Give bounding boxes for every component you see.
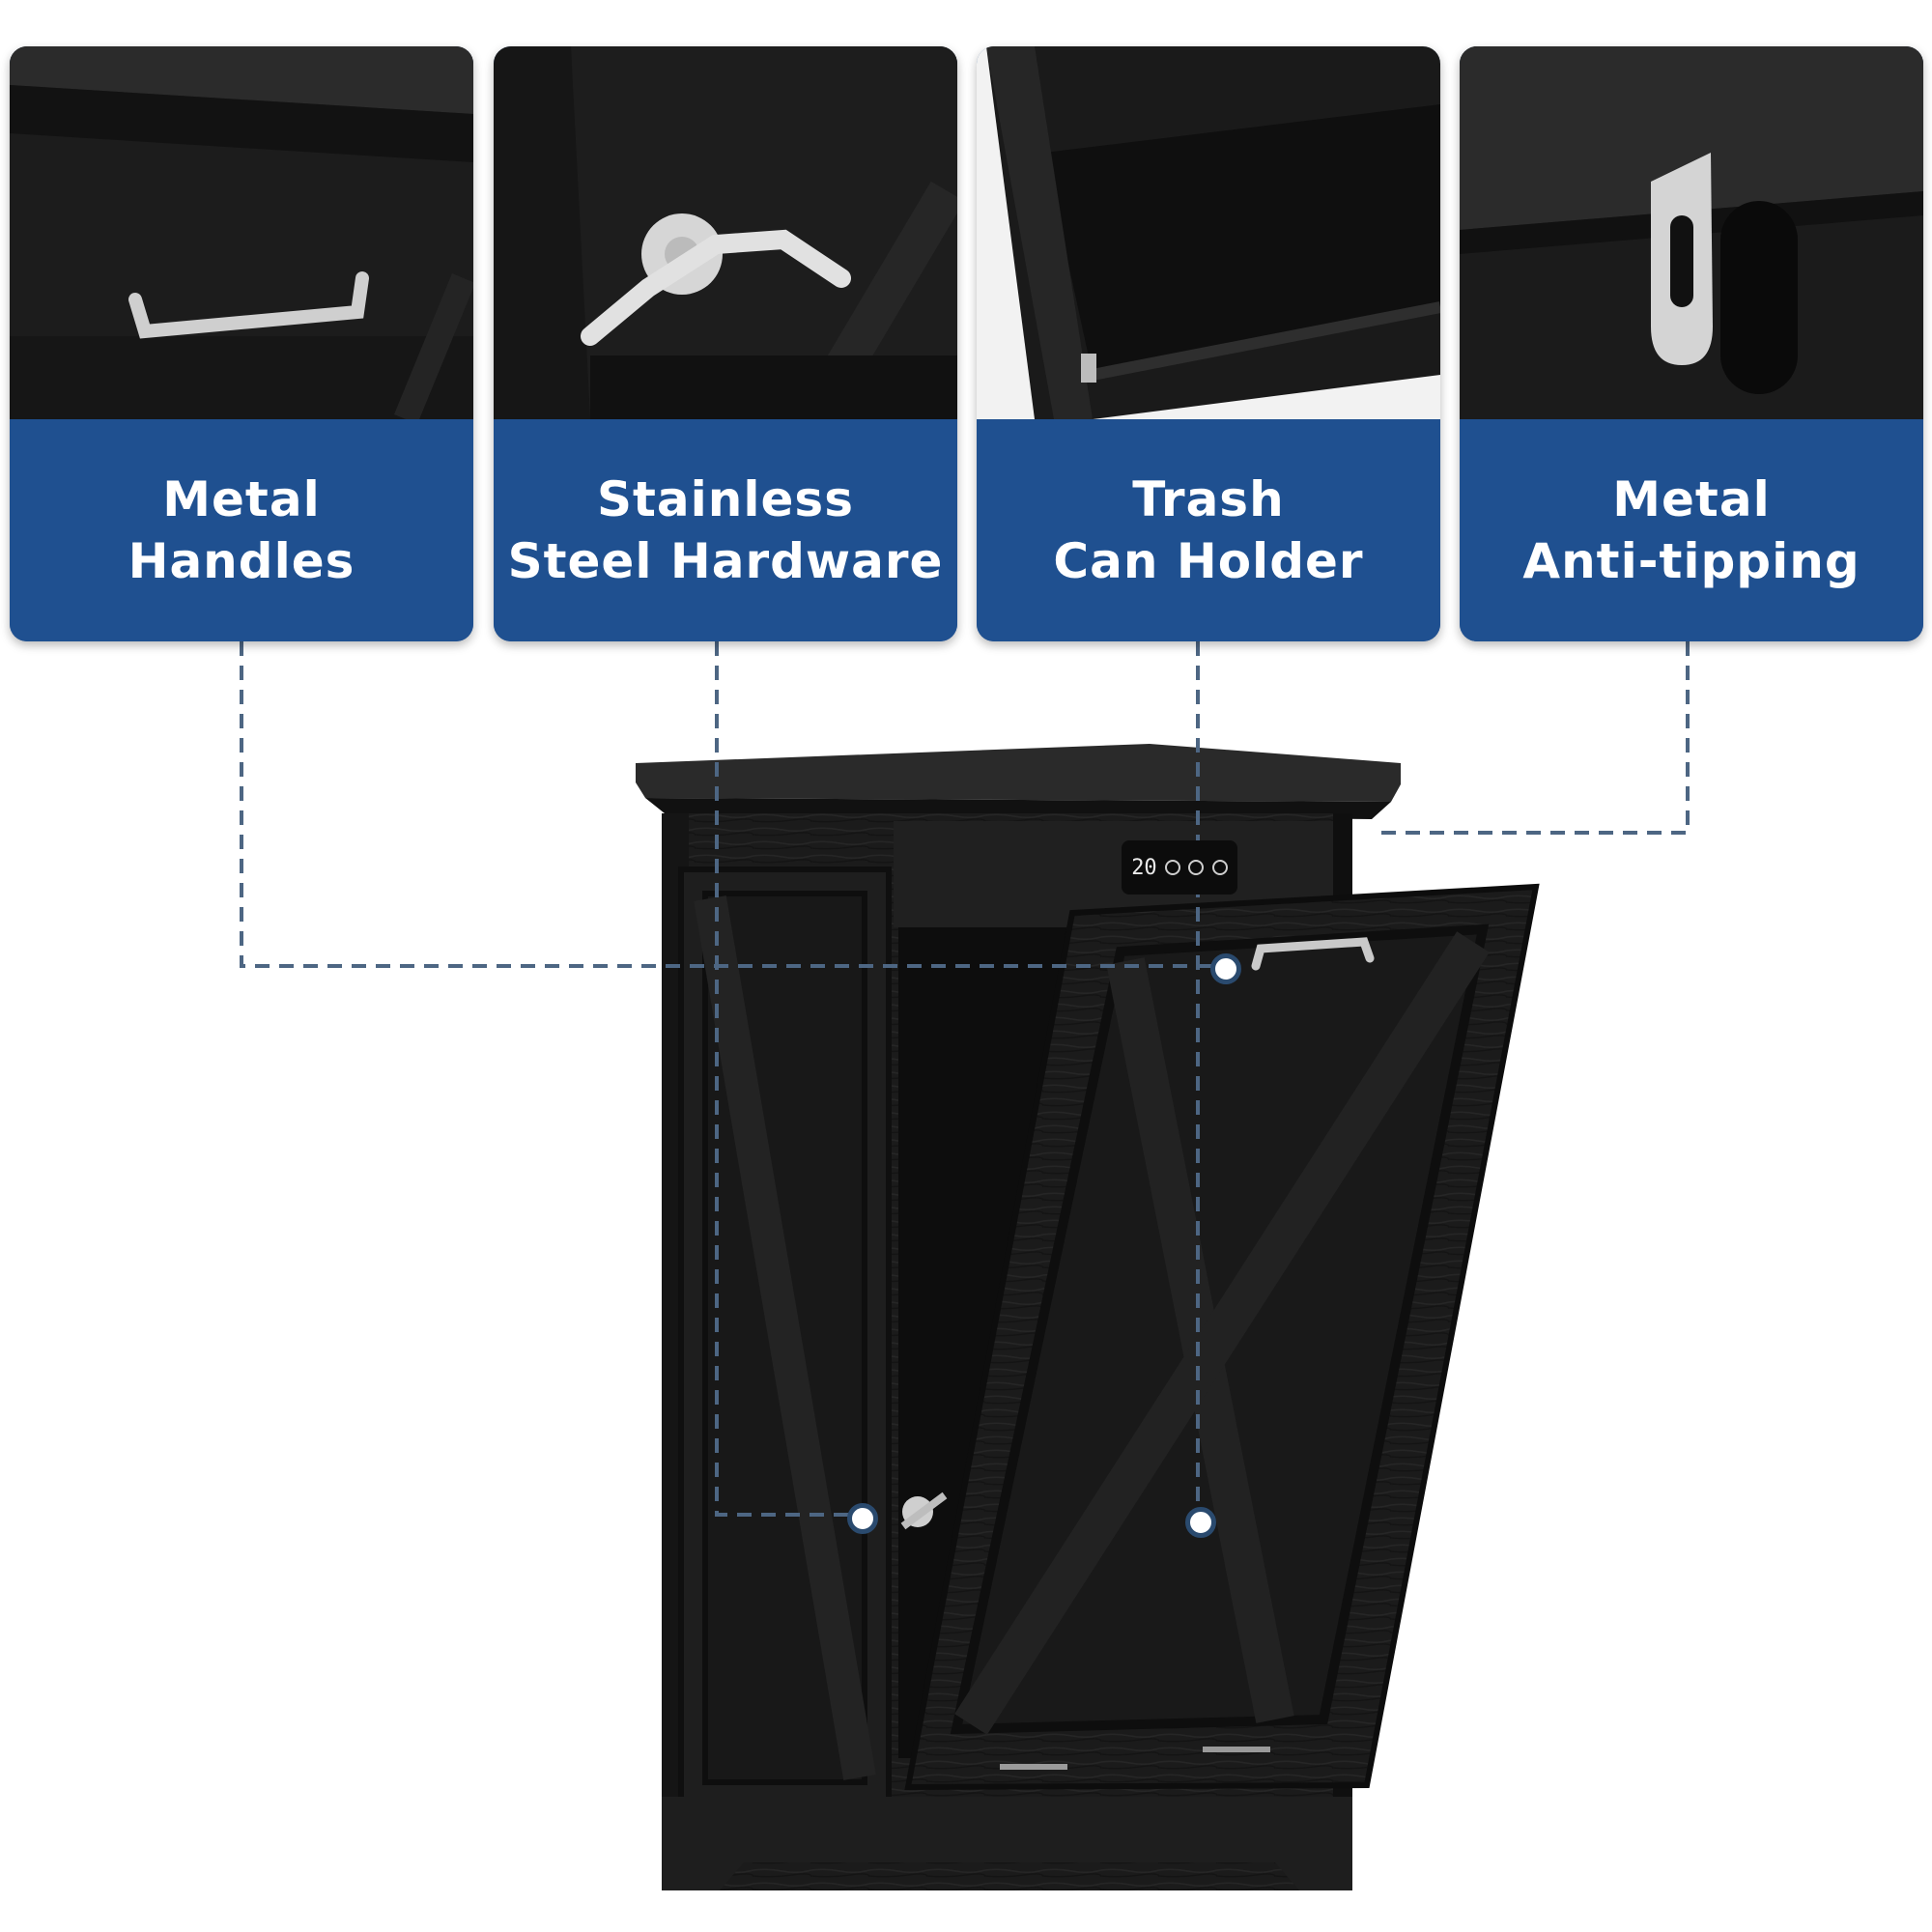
connector-hardware	[715, 641, 860, 1517]
feature-card-metal-handles: Metal Handles	[10, 46, 473, 641]
feature-label: Trash Can Holder	[1053, 471, 1364, 589]
mode-icon	[1188, 860, 1205, 875]
tilt-out-door	[904, 883, 1540, 1791]
hardware-closeup-image	[494, 46, 957, 419]
connector-dot-hardware	[847, 1503, 878, 1534]
feature-label: Metal Anti-tipping	[1522, 471, 1861, 589]
holder-closeup-image	[977, 46, 1440, 419]
feature-label: Metal Handles	[128, 471, 355, 589]
hinge	[900, 1492, 948, 1530]
connector-lines	[240, 641, 1690, 1517]
cabinet-top	[636, 744, 1401, 802]
door-handle	[1251, 937, 1375, 971]
feature-card-stainless-steel-hardware: Stainless Steel Hardware	[494, 46, 957, 641]
connector-handles	[240, 641, 1223, 968]
feature-card-metal-anti-tipping: Metal Anti-tipping	[1460, 46, 1923, 641]
side-panel	[678, 867, 892, 1809]
timer-icon	[1165, 860, 1181, 875]
power-icon	[1211, 860, 1228, 875]
anti-tipping-closeup-image	[1460, 46, 1923, 419]
cabinet-base	[662, 1797, 1352, 1890]
connector-antitip	[1372, 641, 1690, 835]
control-display: 20	[1122, 840, 1237, 895]
connector-dot-handles	[1210, 953, 1241, 984]
feature-card-trash-can-holder: Trash Can Holder	[977, 46, 1440, 641]
connector-dot-holder	[1185, 1507, 1216, 1538]
display-reading: 20	[1131, 855, 1157, 880]
feature-label: Stainless Steel Hardware	[507, 471, 944, 589]
handle-closeup-image	[10, 46, 473, 419]
